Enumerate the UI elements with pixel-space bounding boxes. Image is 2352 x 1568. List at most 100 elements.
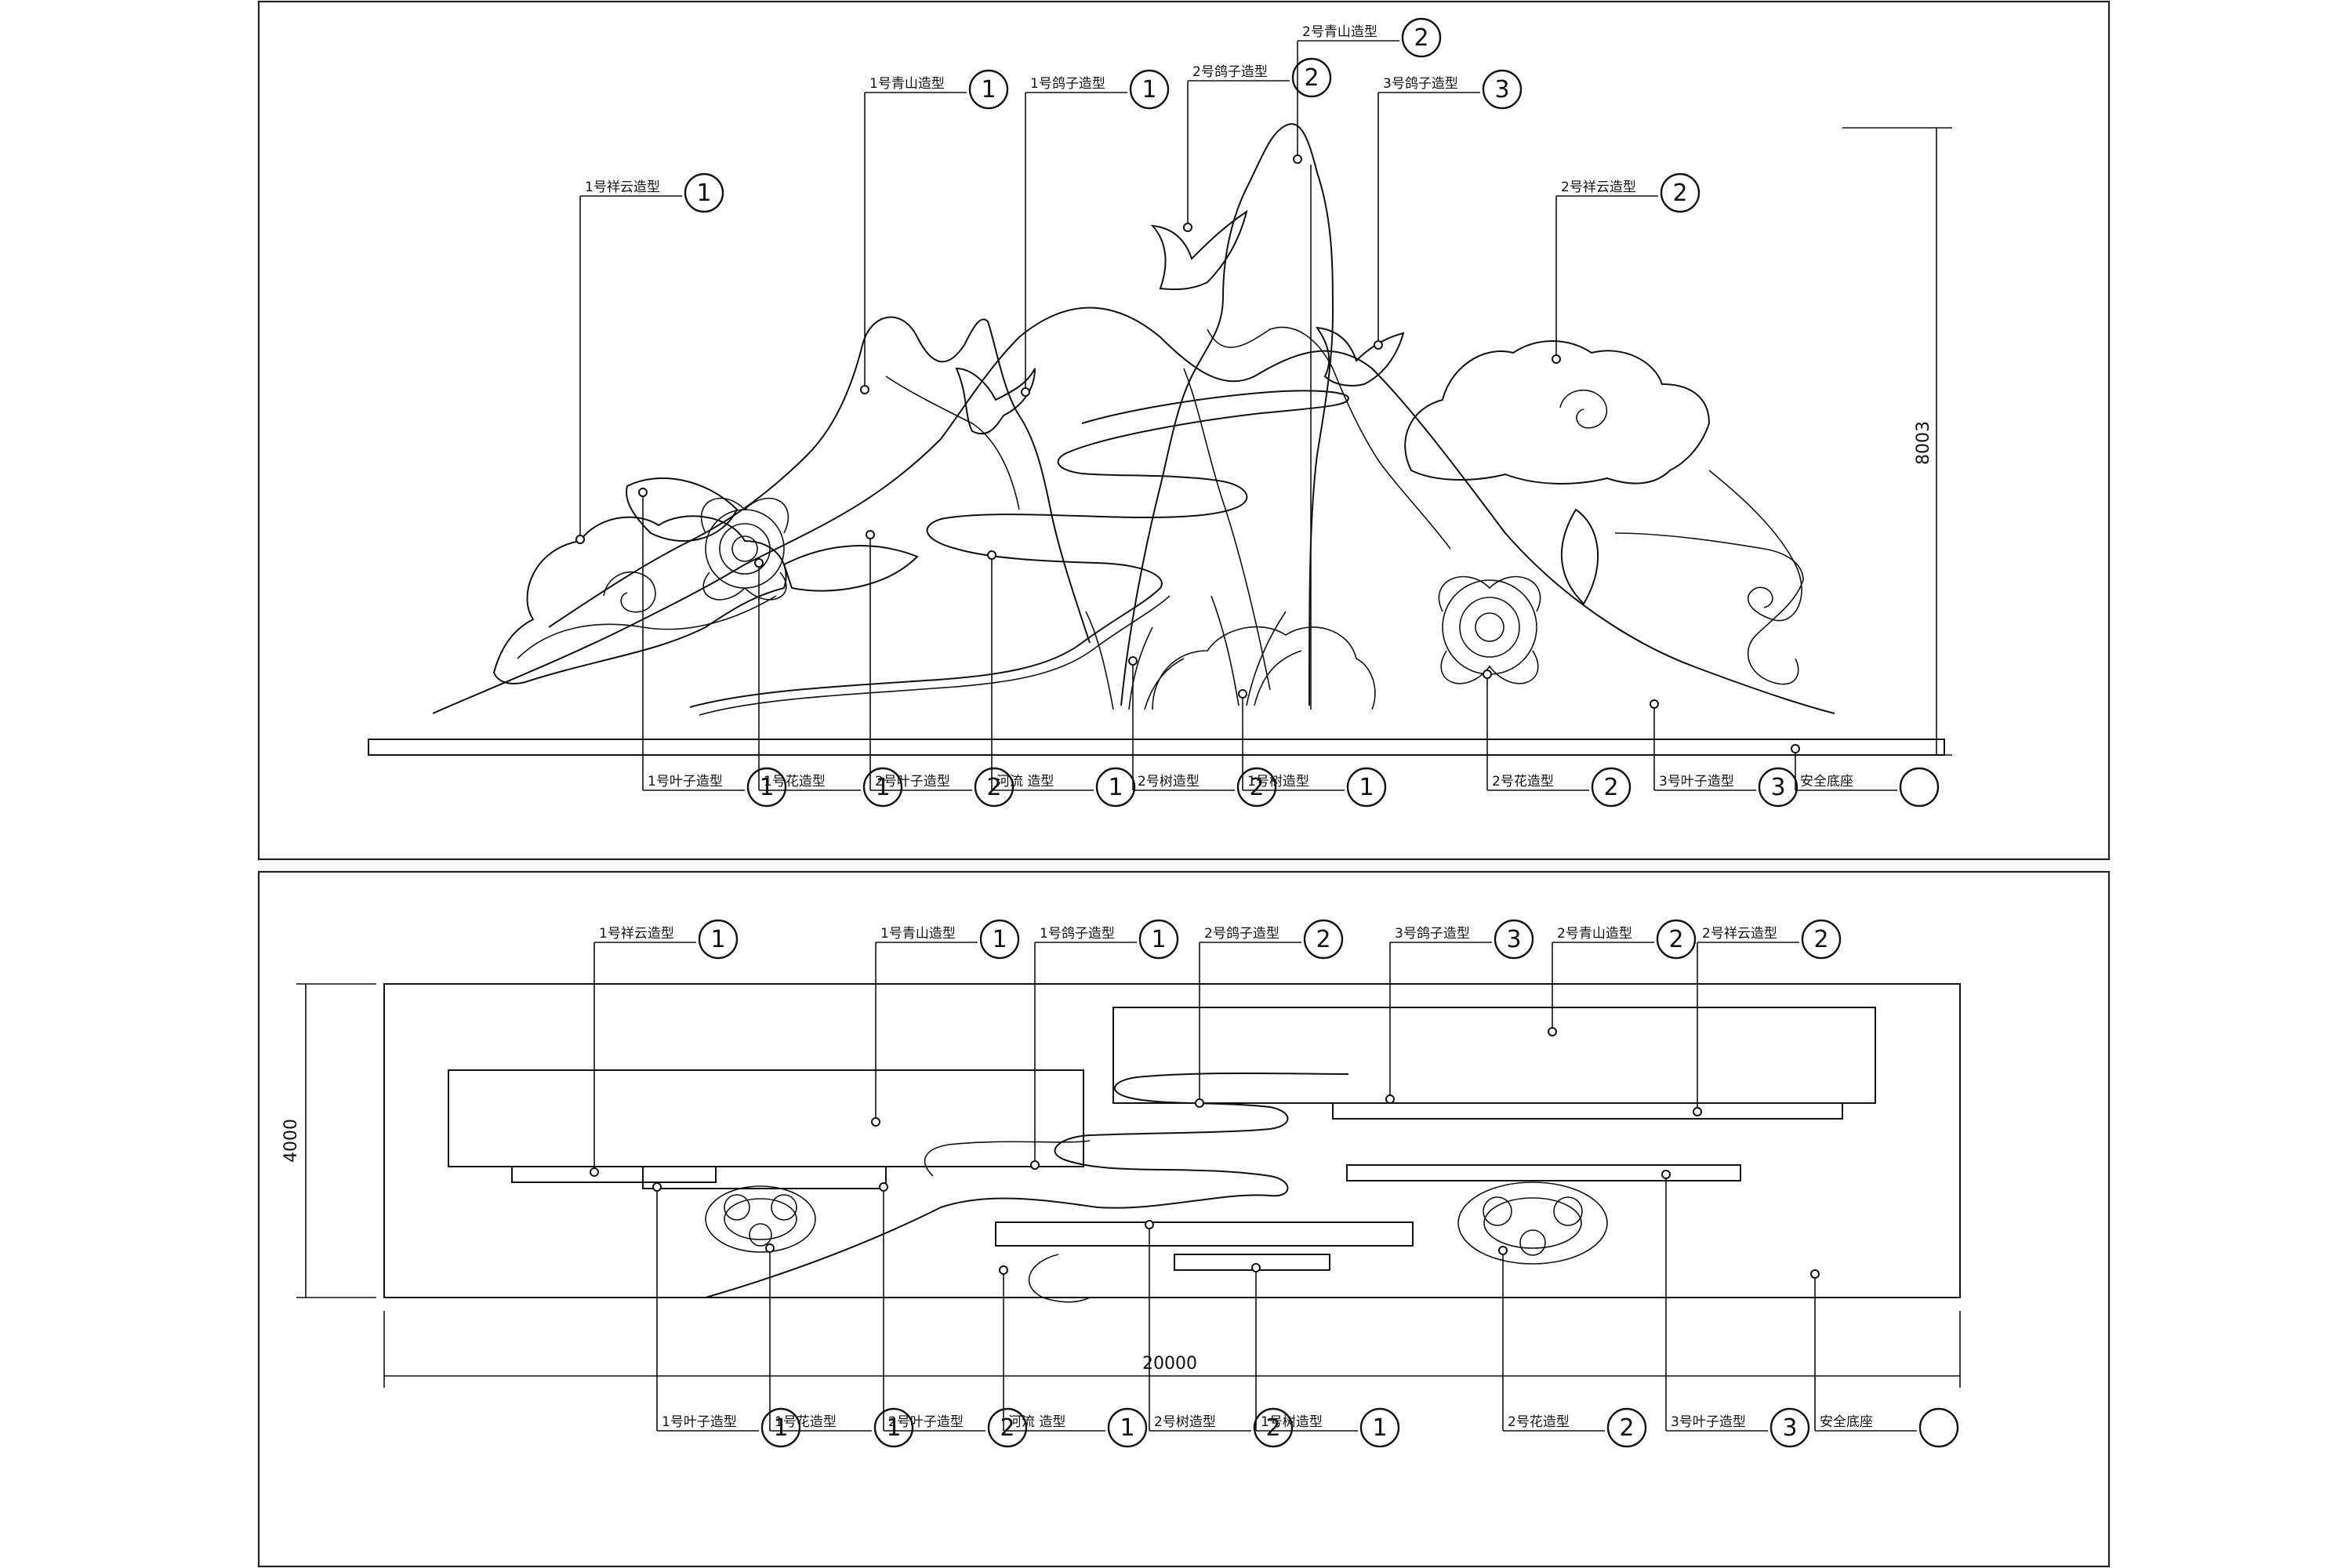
callout-number: 2 bbox=[1265, 1414, 1280, 1442]
callout-number: 1 bbox=[759, 774, 774, 801]
callout-number-ring bbox=[1482, 69, 1523, 110]
callout-anchor bbox=[590, 1167, 599, 1177]
callout-number: 1 bbox=[710, 926, 725, 953]
dove-2-shape bbox=[1150, 209, 1248, 290]
callout-label: 1号花造型 bbox=[764, 774, 826, 789]
callout-label: 1号鸽子造型 bbox=[1040, 926, 1115, 942]
leaf-1-shape bbox=[626, 477, 739, 542]
callout-anchor bbox=[1693, 1107, 1702, 1116]
callout-number: 2 bbox=[1304, 64, 1319, 92]
callout-label: 1号树造型 bbox=[1247, 774, 1309, 789]
leaf-2-shape bbox=[782, 545, 919, 592]
callout-label: 河流 造型 bbox=[996, 774, 1054, 789]
callout-label: 2号青山造型 bbox=[1557, 926, 1632, 942]
callout-label: 2号花造型 bbox=[1492, 774, 1554, 789]
callout-label: 1号叶子造型 bbox=[662, 1414, 737, 1430]
callout-number-ring bbox=[1303, 919, 1344, 960]
callout: 安全底座 bbox=[1791, 744, 1940, 808]
plan-river-edge bbox=[1028, 1254, 1091, 1303]
callout-number-ring bbox=[1346, 767, 1387, 808]
callout-label: 2号祥云造型 bbox=[1702, 926, 1777, 942]
plan-river bbox=[705, 1073, 1349, 1298]
callout-anchor bbox=[871, 1117, 880, 1127]
callout-anchor bbox=[1661, 1170, 1671, 1179]
callout: 2号青山造型 2 bbox=[1548, 919, 1697, 1036]
callout-number: 1 bbox=[1108, 774, 1123, 801]
plan-boundary bbox=[383, 983, 1961, 1298]
plan-leaf-1 bbox=[642, 1166, 887, 1189]
callout-number-ring bbox=[1107, 1407, 1148, 1448]
cloud-2-streamer bbox=[1614, 532, 1804, 685]
callout-number: 1 bbox=[1151, 926, 1166, 953]
callout-number-ring bbox=[684, 172, 724, 213]
callout-number: 2 bbox=[1619, 1414, 1634, 1442]
flower-1-shape bbox=[700, 497, 789, 601]
depth-dim-text: 4000 bbox=[281, 1119, 301, 1163]
callout-anchor bbox=[1183, 223, 1192, 232]
callout-number-ring bbox=[1899, 767, 1940, 808]
callout-number: 1 bbox=[886, 1414, 901, 1442]
callout-anchor bbox=[1021, 387, 1030, 397]
plan-cloud-1 bbox=[511, 1166, 717, 1183]
callout-number: 2 bbox=[1249, 774, 1264, 801]
callout-label: 1号叶子造型 bbox=[648, 774, 723, 789]
callout-label: 1号青山造型 bbox=[880, 926, 956, 942]
callout-label: 2号叶子造型 bbox=[888, 1414, 964, 1430]
callout-number: 2 bbox=[1672, 180, 1687, 207]
river-edge bbox=[699, 595, 1171, 716]
callout-label: 安全底座 bbox=[1800, 774, 1853, 789]
plan-frame bbox=[257, 870, 2111, 1568]
callout-number-ring bbox=[1494, 919, 1534, 960]
callout-anchor bbox=[879, 1182, 888, 1192]
callout-label: 2号祥云造型 bbox=[1561, 180, 1636, 195]
callout: 2号青山造型 2 bbox=[1293, 17, 1442, 164]
callout-number: 1 bbox=[696, 180, 711, 207]
callout-number-ring bbox=[1918, 1407, 1959, 1448]
callout-number: 2 bbox=[1668, 926, 1683, 953]
callout: 2号花造型 2 bbox=[1483, 670, 1632, 808]
callout-number-ring bbox=[1095, 767, 1136, 808]
callout-number-ring bbox=[1236, 767, 1277, 808]
callout-anchor bbox=[754, 558, 764, 568]
callout-number-ring bbox=[968, 69, 1009, 110]
cloud-2-swirl bbox=[1559, 389, 1608, 429]
dove-3-shape bbox=[1315, 326, 1405, 387]
callout-anchor bbox=[1145, 1220, 1154, 1229]
tree-1-shape bbox=[1210, 595, 1302, 706]
flower-2-shape bbox=[1438, 575, 1541, 684]
callout-number: 2 bbox=[1316, 926, 1330, 953]
callout-anchor bbox=[575, 535, 585, 544]
elevation-frame bbox=[257, 0, 2111, 861]
river-shape bbox=[689, 390, 1350, 708]
callout-anchor bbox=[652, 1182, 662, 1192]
cloud-1-swirl bbox=[603, 571, 656, 613]
callout-number-ring bbox=[746, 767, 787, 808]
callout-number: 2 bbox=[1603, 774, 1618, 801]
callout-label: 1号花造型 bbox=[775, 1414, 837, 1430]
callout-number-ring bbox=[979, 919, 1020, 960]
callout-anchor bbox=[1374, 340, 1383, 350]
width-dim-text: 20000 bbox=[1142, 1354, 1197, 1374]
callout-number: 1 bbox=[1372, 1414, 1387, 1442]
plan-flower-1 bbox=[705, 1185, 816, 1253]
callout-label: 1号鸽子造型 bbox=[1030, 76, 1105, 92]
callout: 安全底座 bbox=[1810, 1269, 1959, 1448]
callout: 1号花造型 1 bbox=[765, 1243, 914, 1448]
callout-anchor bbox=[1552, 354, 1561, 364]
callout-number: 3 bbox=[1770, 774, 1785, 801]
callout-label: 1号树造型 bbox=[1261, 1414, 1323, 1430]
callout-label: 2号青山造型 bbox=[1302, 24, 1377, 40]
callout-number-ring bbox=[1660, 172, 1700, 213]
callout-number: 3 bbox=[1494, 76, 1509, 103]
callout: 2号祥云造型 2 bbox=[1552, 172, 1700, 364]
callout-anchor bbox=[1483, 670, 1492, 679]
